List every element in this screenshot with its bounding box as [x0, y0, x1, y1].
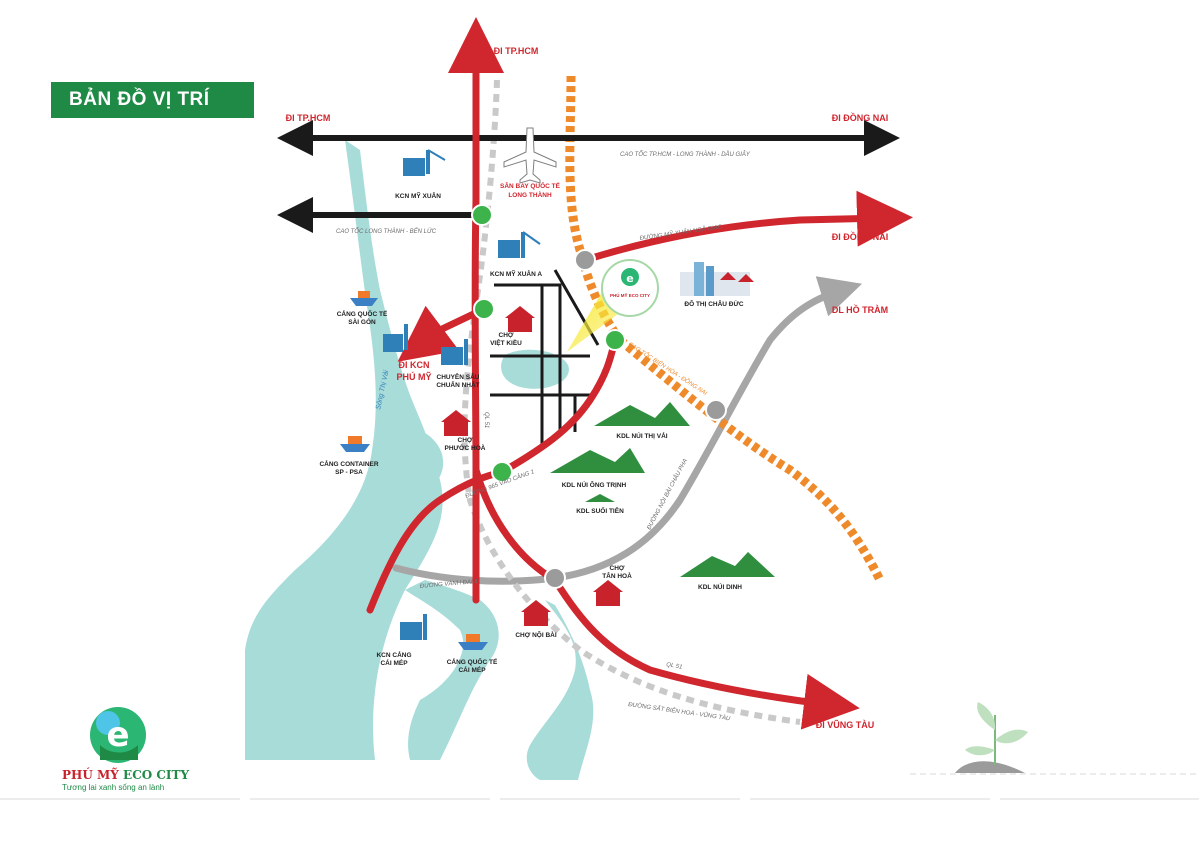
market-house-icon — [593, 580, 623, 606]
brand-name-part1: PHÚ MỸ — [62, 768, 119, 782]
water-bodies — [245, 140, 594, 780]
ship-icon — [350, 291, 378, 306]
brand-name: PHÚ MỸ ECO CITY — [62, 768, 189, 782]
mountain-icon — [594, 402, 690, 426]
kdl-suoi-tien-label: KDL SUỐI TIÊN — [576, 505, 624, 515]
cang-container-label-1: CẢNG CONTAINER — [319, 459, 378, 468]
cang-cai-mep-label-1: CẢNG QUỐC TẾ — [447, 656, 498, 666]
mountain-icon — [680, 552, 775, 577]
svg-text:e: e — [626, 272, 633, 285]
dir-ho-tram: DL HỒ TRÀM — [832, 304, 888, 315]
cho-viet-kieu-label-1: CHỢ — [499, 332, 514, 339]
industrial-park-icon — [403, 149, 446, 176]
kcn-my-xuan-a-label: KCN MỸ XUÂN A — [490, 269, 542, 278]
dir-dong-nai-top: ĐI ĐỒNG NAI — [832, 112, 889, 123]
gray-roads — [392, 276, 863, 585]
dir-vung-tau: ĐI VŨNG TÀU — [816, 720, 875, 730]
mountain-icon — [585, 494, 615, 502]
dir-hcm-top: ĐI TP.HCM — [494, 46, 539, 56]
industrial-park-icon — [400, 614, 427, 640]
dir-hcm-left: ĐI TP.HCM — [286, 113, 331, 123]
chuyen-sau-label-1: CHUYÊN SÂU — [437, 372, 480, 381]
map-title: BẢN ĐỒ VỊ TRÍ — [51, 82, 254, 118]
airport-label-2: LONG THÀNH — [508, 190, 552, 199]
market-house-icon — [521, 600, 551, 626]
road-label-ql51-b: QL 51 — [666, 662, 683, 671]
railway-line — [461, 79, 801, 725]
project-marker: e PHÚ MỸ ECO CITY — [567, 259, 659, 352]
do-thi-label: ĐÔ THỊ CHÂU ĐỨC — [684, 299, 744, 308]
industrial-park-icon — [498, 231, 541, 258]
cang-sg-label-2: SÀI GÒN — [348, 317, 376, 326]
eco-city-logo: e — [90, 707, 146, 763]
mountain-icon — [550, 448, 645, 473]
brand-tagline: Tương lai xanh sống an lành — [62, 783, 165, 792]
kcn-cai-mep-label-1: KCN CẢNG — [376, 650, 411, 659]
dir-dong-nai-mid: ĐI ĐỒNG NAI — [832, 231, 889, 242]
cang-container-label-2: SP - PSA — [335, 469, 363, 476]
red-roads — [366, 17, 913, 730]
ship-icon — [340, 436, 370, 452]
cho-noi-bai-label: CHỢ NỘI BÀI — [515, 630, 556, 639]
cho-viet-kieu-label-2: VIỆT KIỀU — [490, 337, 522, 347]
ship-icon — [458, 634, 488, 650]
cho-phuoc-hoa-label-1: CHỢ — [458, 437, 473, 444]
market-house-icon — [441, 410, 471, 436]
brand-name-part2: ECO CITY — [123, 768, 190, 782]
bottom-divider — [0, 773, 1199, 800]
city-buildings-icon — [680, 262, 754, 296]
cho-tan-hoa-label-1: CHỢ — [610, 565, 625, 572]
svg-text:e: e — [106, 715, 129, 755]
cho-phuoc-hoa-label-2: PHƯỚC HOÀ — [445, 443, 486, 452]
road-label-lt-benluc: CAO TỐC LONG THÀNH - BẾN LỨC — [336, 227, 437, 235]
plant-icon — [955, 702, 1028, 773]
industrial-park-icon — [383, 324, 408, 352]
cang-cai-mep-label-2: CÁI MÉP — [458, 665, 486, 674]
chuyen-sau-label-2: CHUẨN NHẬT — [436, 380, 479, 389]
road-label-ql51-a: QL 51 — [483, 412, 489, 428]
dir-kcn-1: ĐI KCN — [399, 360, 430, 370]
road-label-bien-hoa: CAO TỐC BIÊN HÒA - ĐỒNG NAI — [627, 340, 709, 397]
marker-brand-text: PHÚ MỸ ECO CITY — [610, 292, 650, 298]
junction-nodes — [471, 204, 727, 589]
kdl-thi-vai-label: KDL NÚI THỊ VẢI — [616, 431, 667, 440]
cho-tan-hoa-label-2: TÂN HOÀ — [602, 571, 632, 580]
dir-kcn-2: PHÚ MỸ — [396, 371, 431, 382]
kdl-nui-dinh-label: KDL NÚI DINH — [698, 582, 742, 591]
road-label-rail: ĐƯỜNG SẮT BIÊN HOÀ - VŨNG TÀU — [628, 700, 732, 722]
kcn-cai-mep-label-2: CÁI MÉP — [380, 658, 408, 667]
industrial-park-icon — [441, 339, 468, 365]
market-house-icon — [505, 306, 535, 332]
airport-label-1: SÂN BAY QUỐC TẾ — [500, 180, 561, 190]
airplane-icon — [503, 127, 557, 184]
black-expressways — [277, 120, 900, 233]
road-label-hcm-lt-dg: CAO TỐC TP.HCM - LONG THÀNH - DẦU GIÂY — [620, 151, 751, 158]
cang-sg-label-1: CẢNG QUỐC TẾ — [337, 308, 388, 318]
kdl-ong-trinh-label: KDL NÚI ÔNG TRỊNH — [562, 480, 627, 489]
kcn-my-xuan-label: KCN MỸ XUÂN — [395, 191, 441, 200]
local-streets — [490, 269, 600, 450]
